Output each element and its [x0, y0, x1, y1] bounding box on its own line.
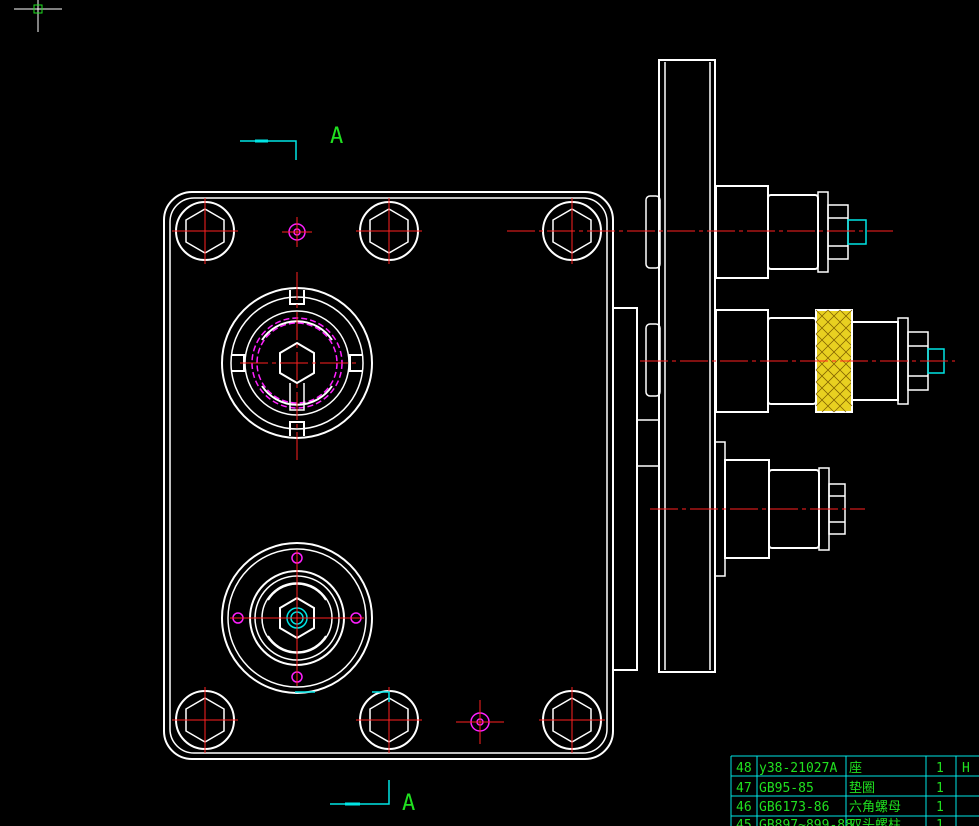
parts-table-row: 48 y38-21027A 座 1 H	[736, 761, 970, 776]
fitting-bottom	[650, 459, 865, 559]
row-code: GB6173-86	[759, 800, 829, 815]
bolt-top-middle	[356, 198, 422, 264]
row-number: 46	[736, 800, 752, 815]
parts-table-row: 45 GB897~899-88 双头螺柱 1	[736, 818, 944, 826]
parts-table-row: 47 GB95-85 垫圈 1	[736, 780, 944, 796]
front-view-plate	[163, 191, 614, 760]
section-label-bottom: A	[402, 791, 415, 816]
section-mark-top: A	[240, 124, 343, 160]
row-name: 座	[849, 761, 862, 776]
row-name: 六角螺母	[849, 800, 901, 815]
row-number: 47	[736, 781, 752, 796]
fitting-middle	[640, 309, 955, 413]
row-name: 双头螺柱	[849, 818, 901, 826]
bolt-bottom-right	[539, 687, 605, 753]
bolt-top-left	[172, 198, 238, 264]
upper-port	[221, 272, 373, 460]
row-code: GB95-85	[759, 781, 814, 796]
row-qty: 1	[936, 800, 944, 815]
section-label-top: A	[330, 124, 343, 149]
side-view	[507, 59, 955, 673]
lower-port	[221, 542, 373, 694]
section-mark-bottom: A	[330, 780, 415, 816]
row-name: 垫圈	[849, 780, 875, 796]
row-number: 45	[736, 818, 752, 826]
parts-table: 48 y38-21027A 座 1 H 47 GB95-85 垫圈 1 46 G…	[730, 755, 979, 826]
parts-table-row: 46 GB6173-86 六角螺母 1	[736, 800, 944, 815]
row-code: y38-21027A	[759, 761, 837, 776]
crosshair-cursor-icon	[14, 0, 62, 32]
bolt-bottom-middle	[356, 687, 422, 753]
row-number: 48	[736, 761, 752, 776]
row-qty: 1	[936, 818, 944, 826]
pin-top	[282, 217, 312, 247]
row-qty: 1	[936, 781, 944, 796]
pin-bottom	[456, 700, 504, 744]
bolt-bottom-left	[172, 687, 238, 753]
row-code: GB897~899-88	[759, 818, 853, 826]
fitting-top	[507, 185, 893, 279]
row-qty: 1	[936, 761, 944, 776]
row-extra: H	[962, 761, 970, 776]
